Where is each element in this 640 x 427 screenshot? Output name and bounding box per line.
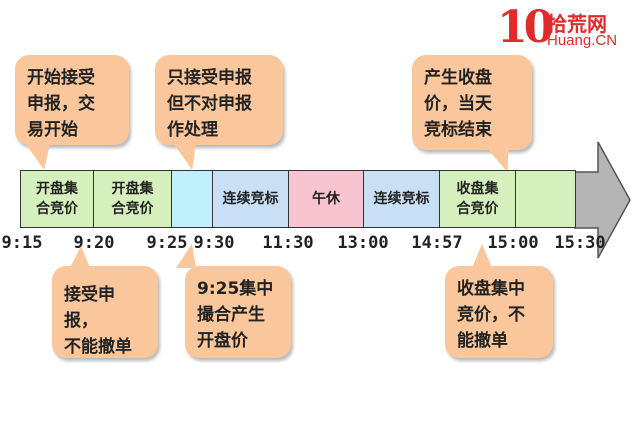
callout-open-price: 9:25集中 撮合产生 开盘价	[185, 266, 291, 358]
callout-line: 作处理	[167, 120, 218, 140]
callout-tail	[25, 144, 59, 170]
segment-label: 合竞价	[111, 201, 154, 217]
segment-label: 开盘集	[111, 181, 154, 197]
callout-tail	[70, 246, 90, 268]
segment-label: 收盘集	[456, 181, 499, 197]
segment-lunch-break: 午休	[288, 170, 364, 228]
callout-line: 开盘价	[197, 331, 248, 351]
callout-line: 收盘集中	[457, 279, 525, 299]
callout-line: 只接受申报	[167, 68, 252, 88]
tick-label: 15:00	[487, 233, 539, 253]
segment-open-auction-1: 开盘集 合竞价	[20, 170, 94, 228]
callout-close-no-cancel: 收盘集中 竞价，不 能撤单	[445, 266, 553, 358]
segment-label: 合竞价	[456, 201, 499, 217]
tick-label: 15:30	[554, 233, 606, 253]
tick-label: 11:30	[262, 233, 314, 253]
timeline-arrow-head	[574, 141, 631, 259]
tick-label: 13:00	[337, 233, 389, 253]
segment-label: 开盘集	[36, 181, 78, 197]
logo-number: 10	[497, 2, 554, 53]
callout-close-price: 产生收盘 价，当天 竞标结束	[412, 55, 532, 150]
tick-label: 9:15	[1, 233, 43, 253]
callout-line: 撮合产生	[197, 305, 265, 325]
tick-label: 9:30	[193, 233, 235, 253]
callout-accept-no-process: 只接受申报 但不对申报 作处理	[155, 55, 283, 145]
callout-line: 能撤单	[457, 331, 508, 351]
segment-pre-open-gap	[171, 170, 213, 228]
segment-close-auction: 收盘集 合竞价	[439, 170, 516, 228]
segment-continuous-am: 连续竞标	[212, 170, 289, 228]
logo-name-cn: 拾荒网	[547, 12, 607, 36]
callout-tail	[472, 244, 492, 268]
callout-line: 9:25集中	[197, 279, 274, 299]
segment-continuous-pm: 连续竞标	[363, 170, 440, 228]
callout-line: 申报，交	[27, 94, 95, 114]
callout-tail	[486, 148, 520, 172]
segment-label: 午休	[312, 191, 340, 207]
callout-line: 价，当天	[424, 94, 492, 114]
callout-tail	[173, 144, 205, 170]
callout-line: 不能撤单	[64, 337, 132, 357]
segment-label: 连续竞标	[373, 191, 430, 207]
callout-open-accept: 开始接受 申报，交 易开始	[15, 55, 129, 145]
segment-after-close	[515, 170, 576, 228]
segment-open-auction-2: 开盘集 合竞价	[93, 170, 172, 228]
callout-line: 产生收盘	[424, 68, 492, 88]
tick-label: 14:57	[411, 233, 463, 253]
segment-label: 合竞价	[36, 201, 78, 217]
callout-line: 接受申报，	[64, 285, 115, 331]
callout-line: 易开始	[27, 120, 78, 140]
callout-line: 但不对申报	[167, 94, 252, 114]
segment-label: 连续竞标	[222, 191, 279, 207]
tick-label: 9:25	[146, 233, 188, 253]
callout-line: 开始接受	[27, 68, 95, 88]
callout-accept-no-cancel: 接受申报， 不能撤单	[52, 266, 158, 358]
logo-name-en: Huang.CN	[547, 32, 618, 49]
callout-line: 竞标结束	[424, 120, 492, 140]
callout-line: 竞价，不	[457, 305, 525, 325]
